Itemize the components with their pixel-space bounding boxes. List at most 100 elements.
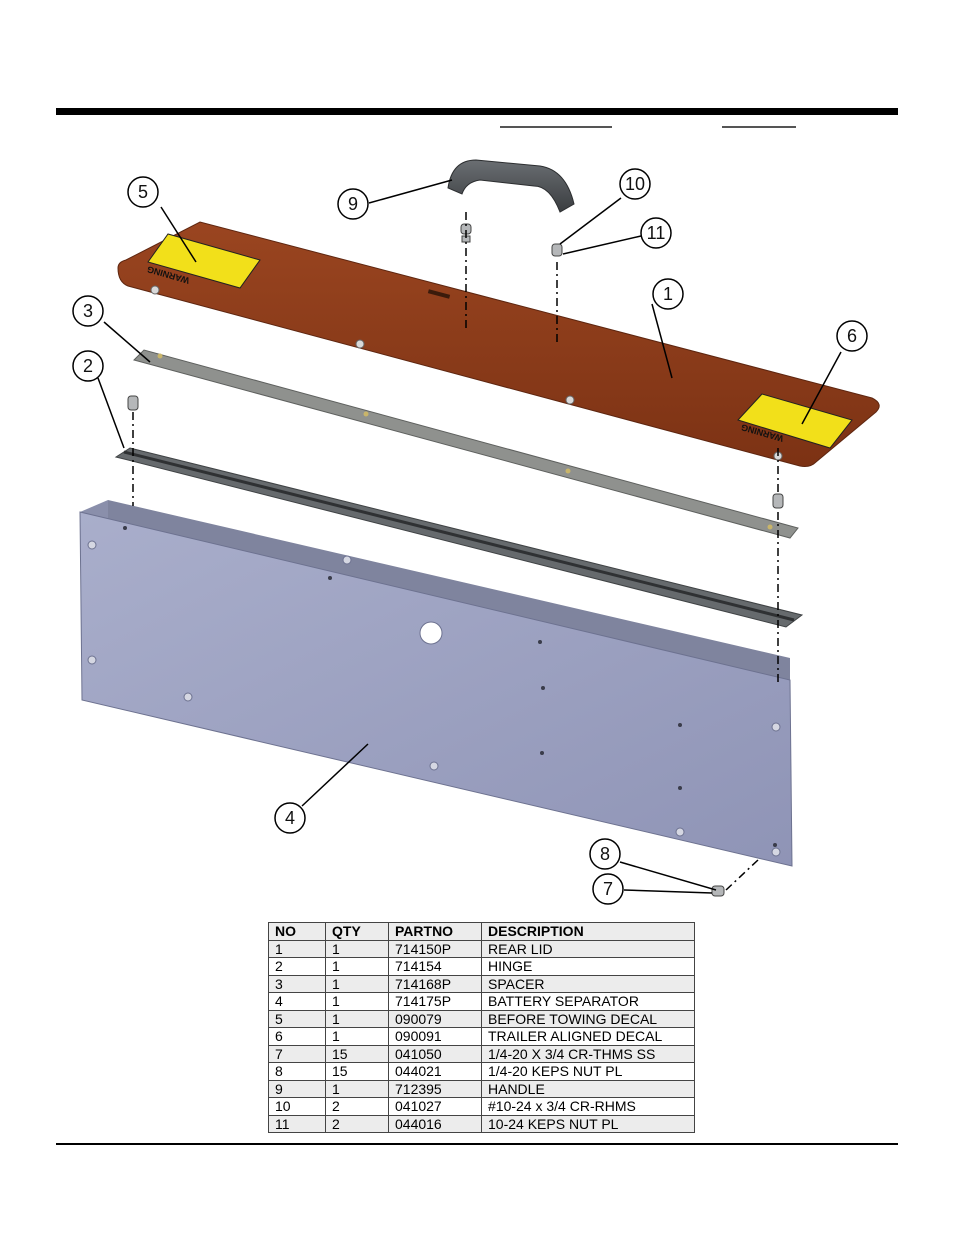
callout-1: 1 <box>652 278 684 310</box>
cell-no: 9 <box>268 1079 326 1098</box>
svg-text:2: 2 <box>83 356 93 376</box>
battery-separator <box>79 500 793 867</box>
screw-10-right <box>551 243 563 257</box>
cell-description: 1/4-20 KEPS NUT PL <box>481 1062 695 1081</box>
table-row: 9 1 712395 HANDLE <box>268 1079 695 1098</box>
cell-no: 7 <box>268 1044 326 1063</box>
table-row: 10 2 041027 #10-24 x 3/4 CR-RHMS <box>268 1097 695 1116</box>
cell-description: 10-24 KEPS NUT PL <box>481 1114 695 1133</box>
cell-partno: 714175P <box>388 992 482 1011</box>
callout-balloons: 1 2 3 4 5 6 7 8 <box>72 168 868 905</box>
table-row: 1 1 714150P REAR LID <box>268 939 695 958</box>
cell-qty: 2 <box>325 1114 389 1133</box>
screw-7-left <box>127 395 139 411</box>
callout-10: 10 <box>619 168 651 200</box>
cell-description: BEFORE TOWING DECAL <box>481 1009 695 1028</box>
cell-partno: 714168P <box>388 974 482 993</box>
cell-partno: 041027 <box>388 1097 482 1116</box>
header-rule <box>56 108 898 115</box>
callout-6: 6 <box>836 320 868 352</box>
cell-partno: 044021 <box>388 1062 482 1081</box>
cell-no: 3 <box>268 974 326 993</box>
handle <box>447 159 575 213</box>
cell-partno: 090079 <box>388 1009 482 1028</box>
callout-4: 4 <box>274 802 306 834</box>
table-row: 8 15 044021 1/4-20 KEPS NUT PL <box>268 1062 695 1081</box>
cell-partno: 041050 <box>388 1044 482 1063</box>
svg-text:9: 9 <box>348 194 358 214</box>
fastener-hardware <box>127 223 784 897</box>
spacer-holes <box>157 353 773 530</box>
cell-qty: 1 <box>325 1027 389 1046</box>
cell-description: BATTERY SEPARATOR <box>481 992 695 1011</box>
cell-description: #10-24 x 3/4 CR-RHMS <box>481 1097 695 1116</box>
cell-description: TRAILER ALIGNED DECAL <box>481 1027 695 1046</box>
header-stub-right <box>722 126 796 128</box>
callout-5: 5 <box>127 176 159 208</box>
cell-qty: 1 <box>325 974 389 993</box>
cell-partno: 712395 <box>388 1079 482 1098</box>
screw-7-right <box>772 493 784 509</box>
screw-7-bottom <box>711 885 725 897</box>
header-partno: PARTNO <box>388 922 482 941</box>
callout-7: 7 <box>592 873 624 905</box>
cell-description: REAR LID <box>481 939 695 958</box>
cell-qty: 2 <box>325 1097 389 1116</box>
svg-text:7: 7 <box>603 879 613 899</box>
cell-qty: 1 <box>325 992 389 1011</box>
callout-11: 11 <box>640 217 672 249</box>
hinge <box>114 447 804 628</box>
cell-partno: 044016 <box>388 1114 482 1133</box>
svg-text:4: 4 <box>285 808 295 828</box>
table-row: 11 2 044016 10-24 KEPS NUT PL <box>268 1114 695 1133</box>
cell-no: 5 <box>268 1009 326 1028</box>
cell-qty: 1 <box>325 957 389 976</box>
table-row: 5 1 090079 BEFORE TOWING DECAL <box>268 1009 695 1028</box>
header-qty: QTY <box>325 922 389 941</box>
rear-lid <box>117 221 880 467</box>
callout-8: 8 <box>589 838 621 870</box>
cell-no: 11 <box>268 1114 326 1133</box>
exploded-assembly-diagram: WARNING WARNING <box>72 159 880 905</box>
parts-table-header-row: NO QTY PARTNO DESCRIPTION <box>268 922 695 941</box>
cell-description: HANDLE <box>481 1079 695 1098</box>
separator-panel <box>79 511 793 867</box>
svg-text:1: 1 <box>663 284 673 304</box>
svg-text:10: 10 <box>625 174 645 194</box>
cell-qty: 1 <box>325 939 389 958</box>
table-row: 6 1 090091 TRAILER ALIGNED DECAL <box>268 1027 695 1046</box>
lid-slot <box>427 289 451 299</box>
cell-no: 2 <box>268 957 326 976</box>
footer-rule <box>56 1143 898 1145</box>
separator-top-flange <box>108 500 790 680</box>
parts-list-table: NO QTY PARTNO DESCRIPTION 1 1 714150P RE… <box>268 922 695 1133</box>
callout-3: 3 <box>72 295 104 327</box>
svg-text:5: 5 <box>138 182 148 202</box>
separator-holes <box>123 526 777 847</box>
hinge-knuckle <box>123 450 795 622</box>
table-row: 3 1 714168P SPACER <box>268 974 695 993</box>
cell-qty: 1 <box>325 1079 389 1098</box>
cell-no: 4 <box>268 992 326 1011</box>
callout-9: 9 <box>337 188 369 220</box>
table-row: 2 1 714154 HINGE <box>268 957 695 976</box>
separator-cable-hole <box>419 621 443 645</box>
svg-text:11: 11 <box>647 223 666 243</box>
cell-no: 6 <box>268 1027 326 1046</box>
cell-partno: 090091 <box>388 1027 482 1046</box>
cell-qty: 15 <box>325 1044 389 1063</box>
header-no: NO <box>268 922 326 941</box>
leader-lines <box>97 179 842 894</box>
callout-2: 2 <box>72 350 104 382</box>
cell-description: HINGE <box>481 957 695 976</box>
cell-partno: 714154 <box>388 957 482 976</box>
table-row: 4 1 714175P BATTERY SEPARATOR <box>268 992 695 1011</box>
lid-panel <box>117 221 880 467</box>
cell-no: 10 <box>268 1097 326 1116</box>
cell-no: 8 <box>268 1062 326 1081</box>
header-description: DESCRIPTION <box>481 922 695 941</box>
header-stub-left <box>500 126 612 128</box>
separator-fasteners <box>87 540 781 857</box>
svg-text:3: 3 <box>83 301 93 321</box>
cell-description: SPACER <box>481 974 695 993</box>
